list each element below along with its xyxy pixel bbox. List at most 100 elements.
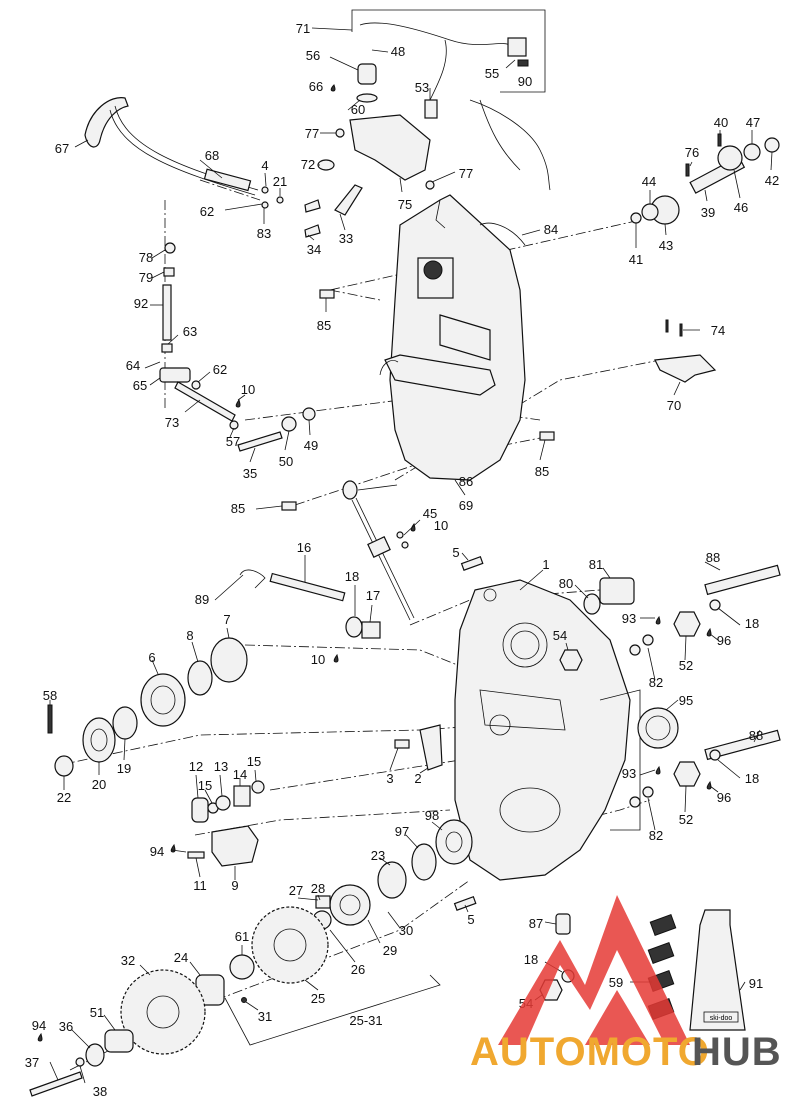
part-callout-c72: 72 — [301, 157, 315, 172]
bolt-16 — [269, 572, 346, 602]
part-callout-c31: 31 — [258, 1009, 272, 1024]
part-callout-c52a: 52 — [679, 658, 693, 673]
part-callout-c52b: 52 — [679, 812, 693, 827]
part-callout-c77a: 77 — [305, 126, 319, 141]
nut-52a — [673, 611, 701, 637]
ring-57 — [229, 420, 239, 430]
part-callout-c13: 13 — [214, 759, 228, 774]
bracket-75 — [349, 114, 431, 181]
part-callout-c74: 74 — [711, 323, 725, 338]
pin-27 — [315, 895, 331, 909]
part-callout-c34: 34 — [307, 242, 321, 257]
part-callout-c55: 55 — [485, 66, 499, 81]
spring-51 — [104, 1029, 134, 1053]
sprocket-group — [29, 884, 441, 1097]
part-callout-c8: 8 — [186, 628, 193, 643]
lower-gear-set — [47, 704, 138, 777]
bolt-a — [304, 199, 321, 213]
grommet-77a — [335, 128, 345, 138]
part-callout-c83: 83 — [257, 226, 271, 241]
pin-76 — [685, 163, 690, 177]
part-callout-c82a: 82 — [649, 675, 663, 690]
part-callout-c4: 4 — [261, 158, 268, 173]
washer-18a — [709, 599, 721, 611]
chaincase-housing-1 — [454, 579, 641, 881]
grommet-77b — [425, 180, 435, 190]
gear-20 — [82, 717, 116, 763]
nut-22 — [54, 755, 74, 777]
part-callout-c69: 69 — [459, 498, 473, 513]
right-studs — [394, 555, 781, 911]
part-callout-c84: 84 — [544, 222, 558, 237]
part-callout-c56: 56 — [306, 48, 320, 63]
part-callout-c77b: 77 — [459, 166, 473, 181]
part-callout-c57: 57 — [226, 434, 240, 449]
part-callout-c88b: 88 — [749, 728, 763, 743]
tensioner-assembly — [187, 780, 265, 867]
stud-88a — [704, 564, 781, 596]
connector-pin — [517, 59, 529, 67]
washer-36 — [85, 1043, 105, 1067]
ball-31 — [241, 997, 247, 1003]
part-callout-c79: 79 — [139, 270, 153, 285]
gear-46 — [717, 145, 743, 171]
part-callout-c86: 86 — [459, 474, 473, 489]
part-callout-c78: 78 — [139, 250, 153, 265]
o-ring-60 — [356, 93, 378, 103]
watermark-text-b: HUB — [692, 1030, 782, 1074]
part-callout-c54a: 54 — [553, 628, 567, 643]
part-callout-c58: 58 — [43, 688, 57, 703]
part-callout-c1: 1 — [542, 557, 549, 572]
part-callout-c18a: 18 — [345, 569, 359, 584]
part-callout-c38: 38 — [93, 1084, 107, 1099]
part-callout-c81: 81 — [589, 557, 603, 572]
part-callout-c88a: 88 — [706, 550, 720, 565]
part-callout-c40: 40 — [714, 115, 728, 130]
bolt-85a — [319, 289, 335, 299]
oil-drop-icon — [655, 615, 661, 625]
block-9 — [211, 825, 259, 867]
part-callout-c35: 35 — [243, 466, 257, 481]
part-callout-c91: 91 — [749, 976, 763, 991]
part-callout-c49: 49 — [304, 438, 318, 453]
part-callout-c94b: 94 — [32, 1018, 46, 1033]
joint-65 — [159, 367, 191, 383]
screw-11 — [187, 851, 205, 859]
sprocket-32 — [120, 969, 206, 1055]
ring-8 — [187, 660, 213, 696]
shift-rod — [159, 242, 239, 430]
part-callout-c85b: 85 — [535, 464, 549, 479]
spacer-23 — [377, 861, 407, 899]
washer-41 — [630, 212, 642, 224]
part-callout-c15b: 15 — [247, 754, 261, 769]
part-callout-c5b: 5 — [467, 912, 474, 927]
dipstick-86 — [342, 480, 415, 621]
part-callout-c51: 51 — [90, 1005, 104, 1020]
part-callout-c68: 68 — [205, 148, 219, 163]
part-callout-c62a: 62 — [200, 204, 214, 219]
oil-bottle-91 — [689, 909, 746, 1031]
key-58 — [47, 704, 53, 734]
part-callout-c61: 61 — [235, 929, 249, 944]
bushing-81 — [599, 577, 635, 605]
lever-68 — [203, 168, 252, 192]
needle-bearing-44 — [641, 203, 659, 221]
nut-62b — [191, 380, 201, 390]
part-callout-c71: 71 — [296, 21, 310, 36]
washer-13 — [215, 795, 231, 811]
ball-joint-78 — [164, 242, 176, 254]
part-callout-c28: 28 — [311, 881, 325, 896]
link-33 — [334, 184, 363, 216]
part-callout-c65: 65 — [133, 378, 147, 393]
oil-drop-icon — [706, 627, 712, 637]
part-callout-c96a: 96 — [717, 633, 731, 648]
bearing-14 — [233, 785, 251, 807]
bracket-70 — [654, 319, 717, 383]
oil-drop-icon — [170, 843, 176, 853]
part-callout-c66: 66 — [309, 79, 323, 94]
part-callout-c85a: 85 — [317, 318, 331, 333]
clip-72 — [317, 159, 335, 171]
part-callout-c42: 42 — [765, 173, 779, 188]
part-callout-c6: 6 — [148, 650, 155, 665]
